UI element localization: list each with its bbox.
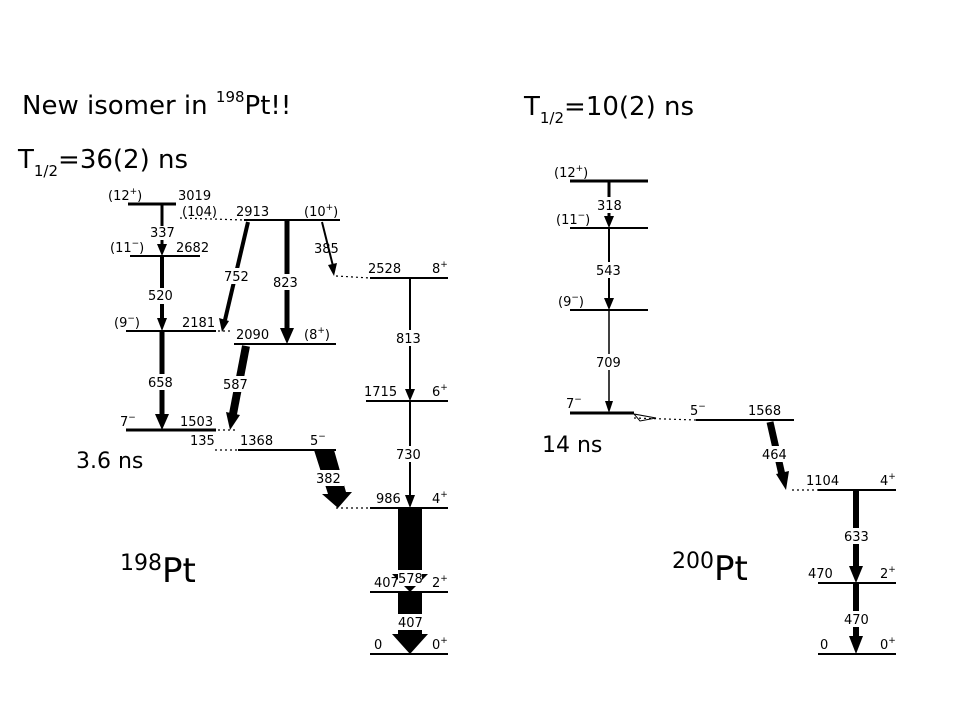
- svg-text:(8+): (8+): [304, 326, 330, 343]
- svg-text:(11−): (11−): [556, 211, 590, 228]
- label-587: 587: [223, 378, 248, 393]
- svg-text:0+: 0+: [880, 636, 896, 653]
- svg-text:407: 407: [374, 576, 399, 591]
- svg-text:2+: 2+: [880, 565, 896, 582]
- isomer-200-lifetime: 14 ns: [542, 433, 602, 458]
- pt198-scheme: 337 520 658 752 823 385 813 587 730 382 …: [76, 187, 448, 655]
- svg-text:470: 470: [808, 567, 833, 582]
- svg-text:5−: 5−: [310, 432, 326, 449]
- svg-text:7−: 7−: [566, 395, 582, 412]
- isomer-198-energy: 135: [190, 434, 215, 449]
- svg-text:986: 986: [376, 492, 401, 507]
- svg-text:1568: 1568: [748, 404, 781, 419]
- svg-text:6+: 6+: [432, 383, 448, 400]
- svg-text:0+: 0+: [432, 636, 448, 653]
- half-life-200: T1/2=10(2) ns: [523, 92, 694, 127]
- label-752: 752: [224, 270, 249, 285]
- svg-text:0: 0: [820, 638, 828, 653]
- label-520: 520: [148, 289, 173, 304]
- svg-text:1715: 1715: [364, 385, 397, 400]
- label-337: 337: [150, 226, 175, 241]
- label-709: 709: [596, 356, 621, 371]
- svg-text:(104): (104): [182, 205, 217, 220]
- svg-text:8+: 8+: [432, 260, 448, 277]
- nucleus-200-label: 200Pt: [672, 549, 748, 589]
- half-life-198: T1/2=36(2) ns: [17, 145, 188, 180]
- label-407-gamma: 407: [398, 616, 423, 631]
- pt198-gamma-578: [398, 508, 422, 578]
- svg-text:(10+): (10+): [304, 203, 338, 220]
- svg-text:3019: 3019: [178, 189, 211, 204]
- label-578: 578: [398, 572, 423, 587]
- svg-text:0: 0: [374, 638, 382, 653]
- pt200-scheme: 318 543 709 464 633 470 1568 1104 470 0 …: [542, 164, 896, 655]
- label-385: 385: [314, 242, 339, 257]
- svg-text:2181: 2181: [182, 316, 215, 331]
- label-382: 382: [316, 472, 341, 487]
- label-813: 813: [396, 332, 421, 347]
- label-464: 464: [762, 448, 787, 463]
- svg-text:2528: 2528: [368, 262, 401, 277]
- svg-text:2913: 2913: [236, 205, 269, 220]
- svg-text:(12+): (12+): [554, 164, 588, 181]
- pt198-gamma-385: [321, 221, 334, 267]
- svg-text:7−: 7−: [120, 413, 136, 430]
- svg-text:1503: 1503: [180, 415, 213, 430]
- label-318: 318: [597, 199, 622, 214]
- svg-text:(11−): (11−): [110, 239, 144, 256]
- svg-text:2+: 2+: [432, 574, 448, 591]
- headline: New isomer in 198Pt!!: [22, 88, 291, 121]
- label-470-gamma: 470: [844, 613, 869, 628]
- svg-text:5−: 5−: [690, 402, 706, 419]
- label-730: 730: [396, 448, 421, 463]
- isomer-198-lifetime: 3.6 ns: [76, 449, 143, 474]
- svg-text:(9−): (9−): [114, 314, 140, 331]
- svg-text:(9−): (9−): [558, 293, 584, 310]
- label-543: 543: [596, 264, 621, 279]
- svg-text:4+: 4+: [880, 472, 896, 489]
- svg-text:(12+): (12+): [108, 187, 142, 204]
- label-658: 658: [148, 376, 173, 391]
- svg-text:1104: 1104: [806, 474, 839, 489]
- label-633: 633: [844, 530, 869, 545]
- svg-text:2682: 2682: [176, 241, 209, 256]
- svg-text:1368: 1368: [240, 434, 273, 449]
- svg-text:4+: 4+: [432, 490, 448, 507]
- label-823: 823: [273, 276, 298, 291]
- svg-text:2090: 2090: [236, 328, 269, 343]
- nucleus-198-label: 198Pt: [120, 551, 196, 591]
